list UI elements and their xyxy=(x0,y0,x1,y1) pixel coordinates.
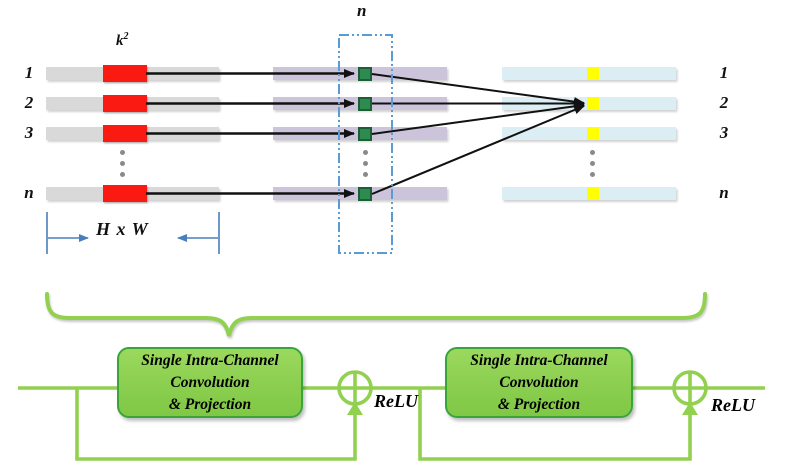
block-label-line: Single Intra-Channel xyxy=(470,351,608,369)
spatial-dimension-label: H x W xyxy=(96,219,149,239)
ellipsis-dot xyxy=(120,161,125,166)
right-row-label-3: 3 xyxy=(719,123,729,142)
column-count-label: n xyxy=(357,1,367,20)
right-row-label-2: 2 xyxy=(719,93,729,112)
ellipsis-dot xyxy=(590,172,595,177)
conv-output-square-1 xyxy=(358,67,372,81)
ellipsis-dot xyxy=(363,150,368,155)
left-row-label-3: 3 xyxy=(24,123,34,142)
skip-arrowhead-2 xyxy=(682,402,698,415)
relu-label-1: ReLU xyxy=(374,391,418,411)
left-row-label-n: n xyxy=(24,183,34,202)
right-row-label-1: 1 xyxy=(719,63,729,82)
projection-square-2 xyxy=(587,97,599,110)
block-label-line: & Projection xyxy=(497,395,581,413)
kernel-segment-3 xyxy=(103,125,147,142)
block-label-line: Single Intra-Channel xyxy=(141,351,279,369)
adder-node-2 xyxy=(672,370,708,406)
kernel-segment-1 xyxy=(103,65,147,82)
ellipsis-dot xyxy=(590,150,595,155)
kernel-segment-n xyxy=(103,185,147,202)
skip-arrowhead-1 xyxy=(347,402,363,415)
projection-square-3 xyxy=(587,127,599,140)
ellipsis-dot xyxy=(120,150,125,155)
conv-output-square-3 xyxy=(358,127,372,141)
block-label-line: Convolution xyxy=(170,373,250,391)
group-brace xyxy=(45,292,707,337)
adder-node-1 xyxy=(337,370,373,406)
projection-square-1 xyxy=(587,67,599,80)
ellipsis-dot xyxy=(120,172,125,177)
ellipsis-dot xyxy=(590,161,595,166)
left-row-label-2: 2 xyxy=(24,93,34,112)
ellipsis-dot xyxy=(363,161,368,166)
right-row-label-n: n xyxy=(719,183,729,202)
kernel-segment-2 xyxy=(103,95,147,112)
relu-label-2: ReLU xyxy=(711,395,755,415)
block-label-line: & Projection xyxy=(168,395,252,413)
kernel-size-label: k2 xyxy=(116,31,129,49)
conv-output-square-2 xyxy=(358,97,372,111)
conv-projection-block-1: Single Intra-Channel Convolution & Proje… xyxy=(117,347,303,418)
projection-square-n xyxy=(587,187,599,200)
left-row-label-1: 1 xyxy=(24,63,34,82)
ellipsis-dot xyxy=(363,172,368,177)
conv-output-square-n xyxy=(358,187,372,201)
block-label-line: Convolution xyxy=(499,373,579,391)
conv-projection-block-2: Single Intra-Channel Convolution & Proje… xyxy=(445,347,633,418)
